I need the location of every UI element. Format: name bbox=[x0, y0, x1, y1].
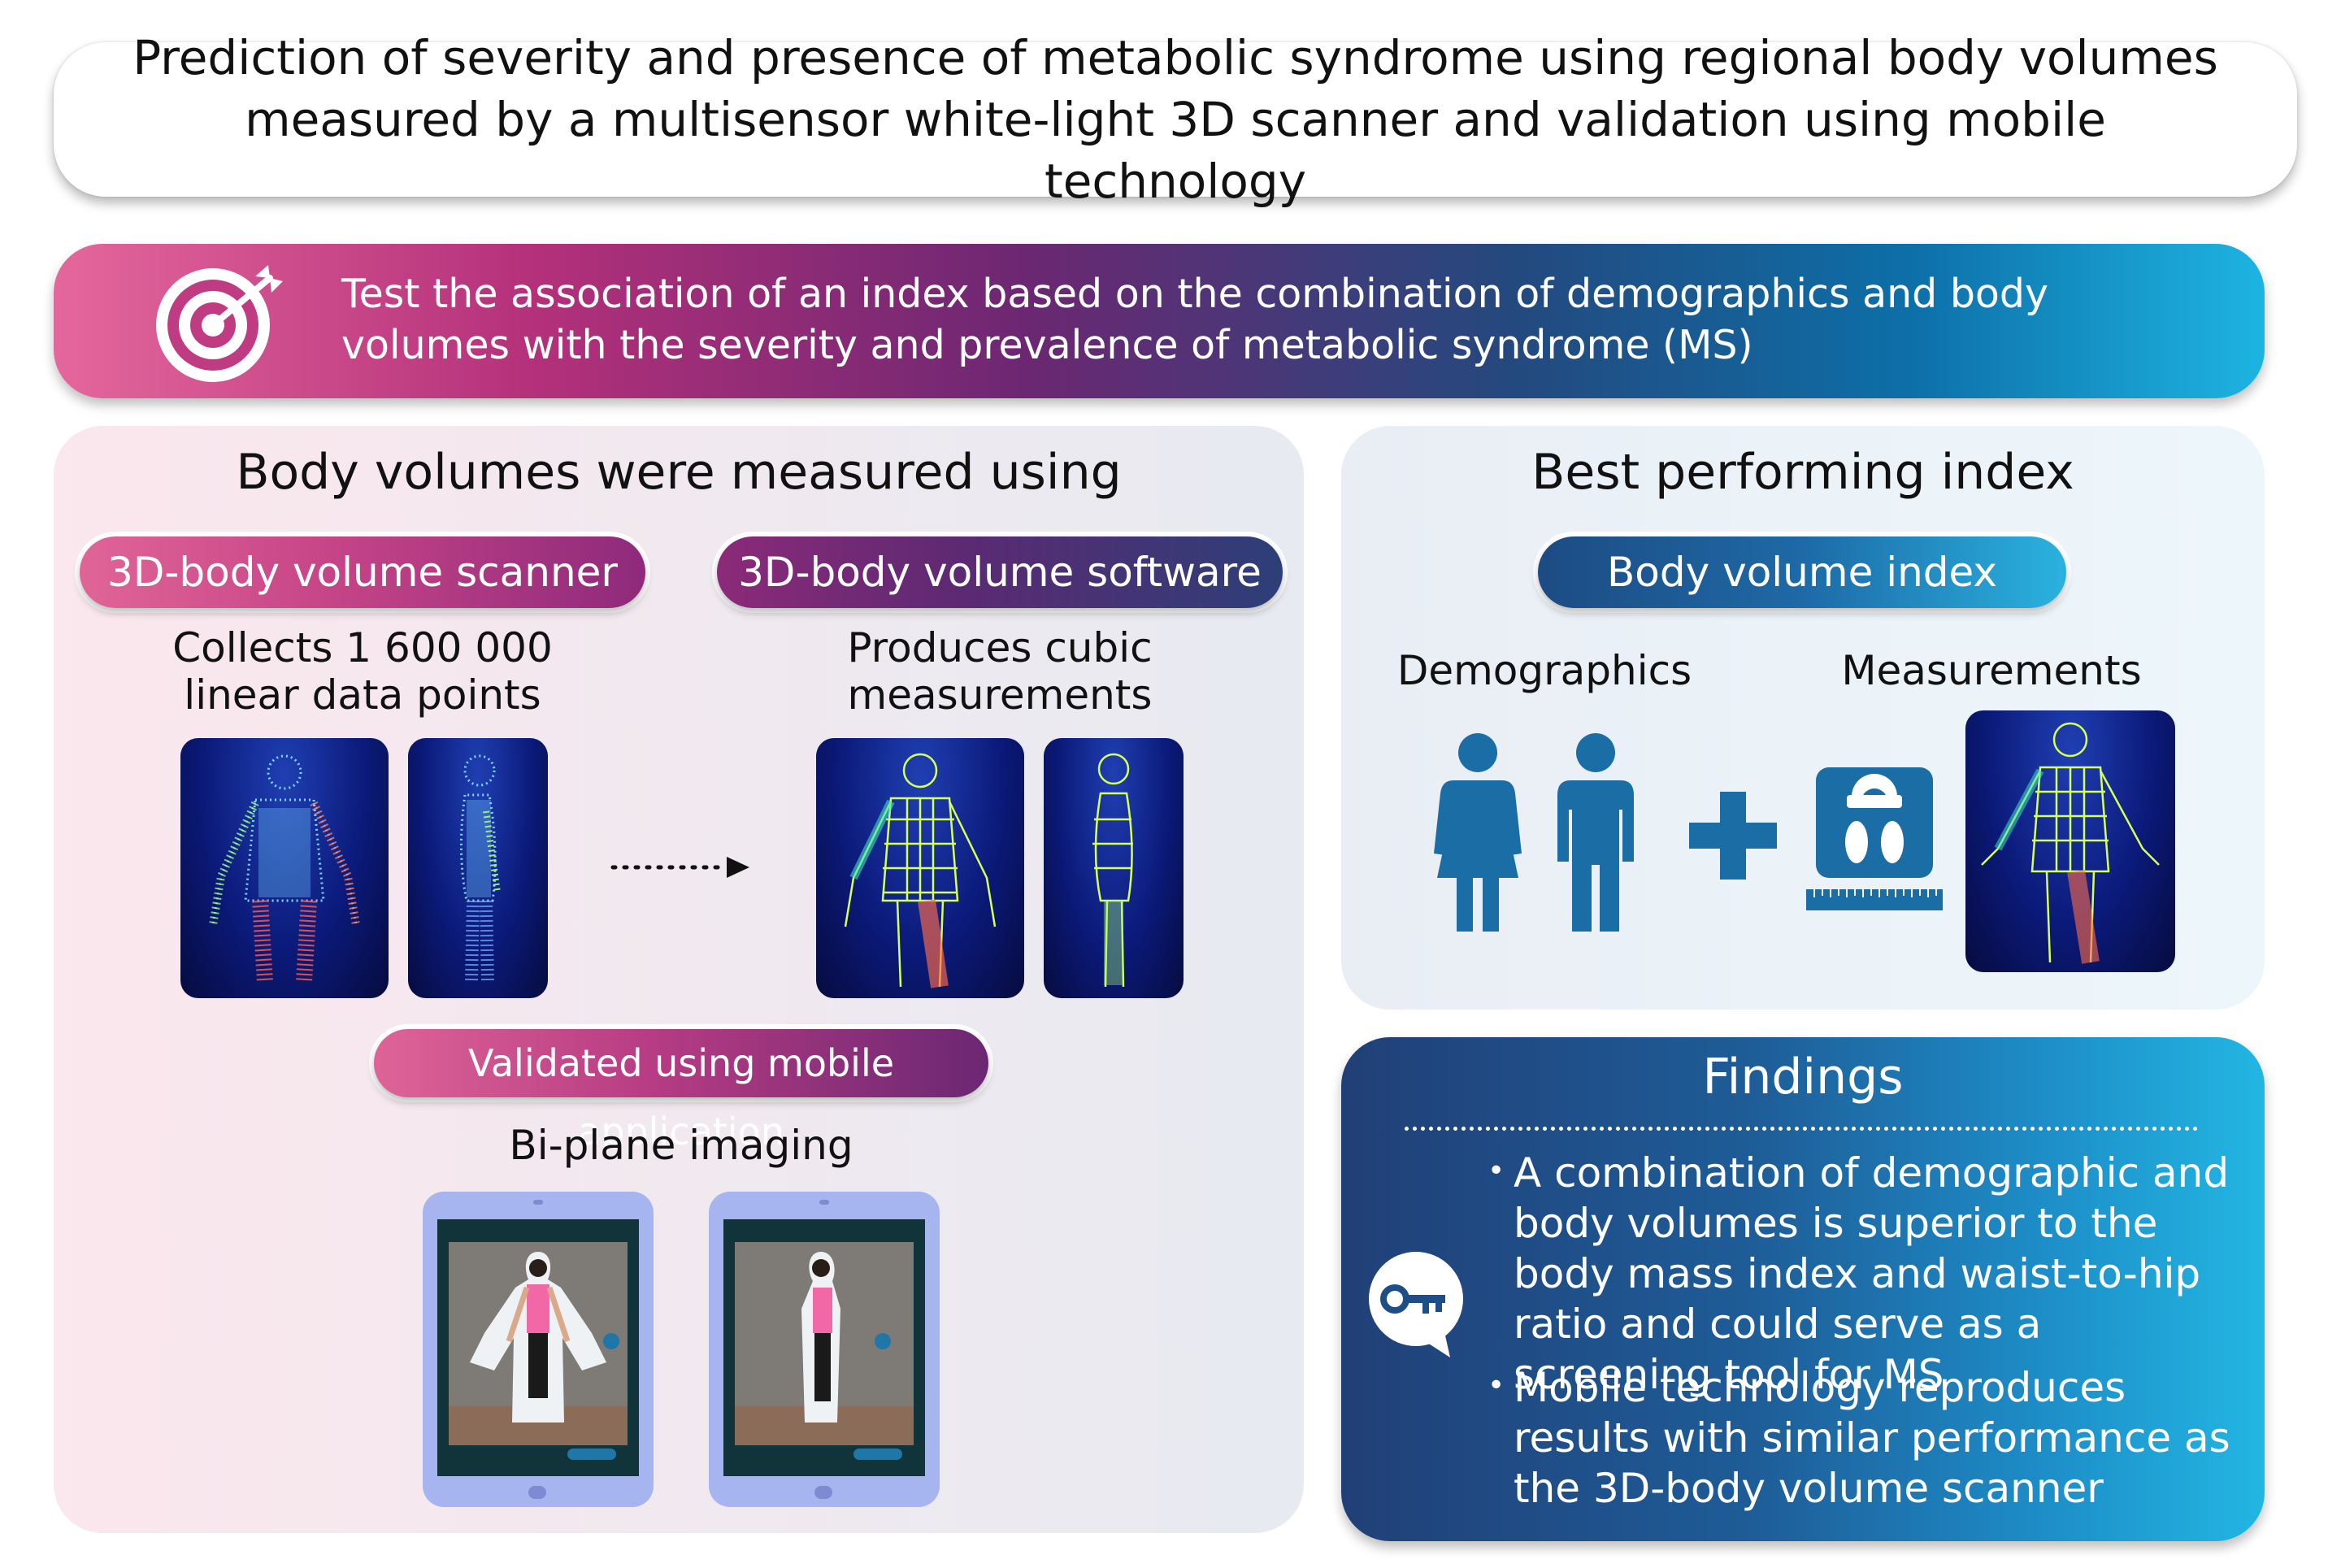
finding-item: Mobile technology reproduces results wit… bbox=[1514, 1364, 2230, 1512]
target-arrow-icon bbox=[148, 244, 294, 398]
software-caption: Produces cubic measurements bbox=[717, 624, 1283, 719]
weighing-scale-icon bbox=[1806, 764, 1943, 915]
software-side-image bbox=[1044, 738, 1184, 998]
findings-divider bbox=[1405, 1127, 2198, 1131]
measurements-label: Measurements bbox=[1841, 647, 2142, 694]
key-speech-bubble-icon bbox=[1366, 1250, 1466, 1361]
software-caption-line1: Produces cubic bbox=[847, 624, 1153, 671]
scanner-caption-line2: linear data points bbox=[184, 671, 541, 719]
objective-text: Test the association of an index based o… bbox=[341, 271, 2049, 368]
tablet-front-view bbox=[423, 1192, 654, 1507]
plus-icon bbox=[1689, 792, 1777, 880]
methods-heading: Body volumes were measured using bbox=[236, 444, 1122, 501]
scanner-pill: 3D-body volume scanner bbox=[80, 536, 645, 608]
finding-item: A combination of demographic and body vo… bbox=[1514, 1149, 2230, 1398]
scanner-caption: Collects 1 600 000 linear data points bbox=[80, 624, 645, 719]
female-person-icon bbox=[1429, 732, 1527, 935]
objective-banner bbox=[54, 244, 2265, 398]
tablet-home-button bbox=[814, 1486, 832, 1499]
demographics-label: Demographics bbox=[1396, 647, 1692, 694]
tablet-side-view bbox=[709, 1192, 940, 1507]
findings-panel bbox=[1341, 1037, 2265, 1541]
mobile-validation-pill: Validated using mobile application bbox=[374, 1029, 988, 1153]
software-front-image bbox=[816, 738, 1024, 998]
best-index-heading: Best performing index bbox=[1531, 444, 2074, 501]
bullet-dot: • bbox=[1488, 1154, 1505, 1188]
page-title: Prediction of severity and presence of m… bbox=[132, 30, 2218, 209]
male-person-icon bbox=[1551, 732, 1640, 935]
bullet-dot: • bbox=[1488, 1369, 1505, 1402]
software-caption-line2: measurements bbox=[847, 671, 1153, 719]
scanner-caption-line1: Collects 1 600 000 bbox=[172, 624, 553, 671]
measurements-body-image bbox=[1965, 710, 2175, 972]
title-box: Prediction of severity and presence of m… bbox=[54, 30, 2297, 209]
tablet-screen bbox=[723, 1219, 925, 1476]
tablet-home-button bbox=[528, 1486, 546, 1499]
biplane-caption: Bi-plane imaging bbox=[509, 1122, 853, 1169]
tablet-camera bbox=[533, 1200, 543, 1205]
tablet-camera bbox=[819, 1200, 829, 1205]
dotted-arrow-icon bbox=[608, 855, 754, 880]
body-volume-index-pill: Body volume index bbox=[1538, 536, 2066, 608]
software-pill: 3D-body volume software bbox=[717, 536, 1283, 608]
findings-title: Findings bbox=[1702, 1049, 1904, 1105]
scanner-side-image bbox=[408, 738, 548, 998]
tablet-screen bbox=[437, 1219, 639, 1476]
scanner-front-image bbox=[180, 738, 389, 998]
